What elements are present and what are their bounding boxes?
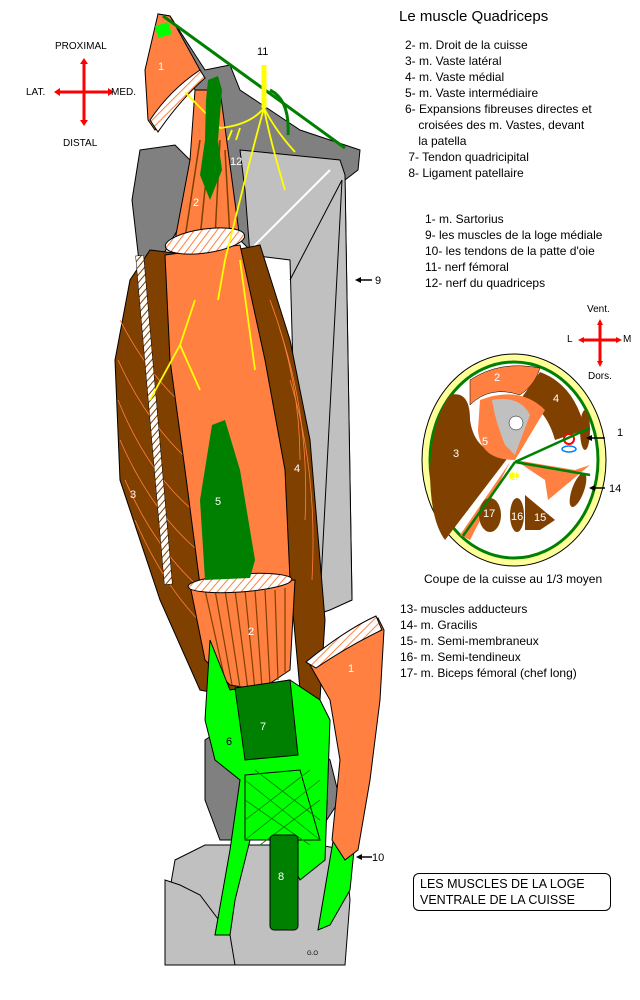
label-11: 11: [257, 46, 268, 58]
label-2-bottom: 2: [248, 626, 254, 638]
orient-med: MED.: [111, 87, 136, 98]
label-4: 4: [294, 463, 300, 475]
legend-item: 6- Expansions fibreuses directes et: [405, 102, 592, 116]
legend-item: 14- m. Gracilis: [400, 618, 478, 632]
orient-distal: DISTAL: [63, 138, 98, 149]
legend-item: 12- nerf du quadriceps: [425, 276, 546, 290]
orient-lat: LAT.: [26, 87, 46, 98]
legend-item: 7- Tendon quadricipital: [405, 150, 529, 164]
section-label-3: 3: [453, 448, 459, 460]
legend-item: 1- m. Sartorius: [425, 212, 504, 226]
caption-line: LES MUSCLES DE LA LOGE: [420, 877, 585, 891]
femoral-nerve: [149, 65, 296, 401]
section-label-16: 16: [511, 511, 523, 523]
orient-vent: Vent.: [587, 304, 610, 315]
orient-dors: Dors.: [588, 371, 612, 382]
legend-item: 4- m. Vaste médial: [405, 70, 505, 84]
legend-item: 5- m. Vaste intermédiaire: [405, 86, 539, 100]
legend-quadriceps: 2- m. Droit de la cuisse 3- m. Vaste lat…: [405, 37, 592, 181]
thigh-cross-section: [421, 353, 607, 567]
section-caption: Coupe de la cuisse au 1/3 moyen: [424, 572, 603, 586]
section-label-15: 15: [534, 512, 546, 524]
caption-box: LES MUSCLES DE LA LOGE VENTRALE DE LA CU…: [413, 873, 611, 911]
orientation-cross-section: [578, 319, 622, 367]
page-title: Le muscle Quadriceps: [399, 8, 549, 25]
section-label-5: 5: [482, 436, 488, 448]
section-label-13: 13: [512, 470, 524, 482]
signature: G.O: [307, 951, 318, 957]
section-label-17: 17: [483, 508, 495, 520]
legend-item: 13- muscles adducteurs: [400, 602, 528, 616]
label-5: 5: [215, 496, 221, 508]
legend-item: 3- m. Vaste latéral: [405, 54, 502, 68]
pointer-arrows: [355, 277, 372, 860]
section-label-1: 1: [617, 427, 623, 439]
legend-other: 1- m. Sartorius 9- les muscles de la log…: [425, 211, 602, 291]
orient-proximal: PROXIMAL: [55, 41, 107, 52]
label-1-bottom: 1: [348, 663, 354, 675]
inguinal-ligament: [162, 14, 346, 150]
section-label-14: 14: [609, 483, 621, 495]
legend-item: 11- nerf fémoral: [425, 260, 509, 274]
rectus-tendon-origin: [200, 76, 222, 200]
label-12: 12: [230, 156, 242, 168]
legend-item: 8- Ligament patellaire: [405, 166, 524, 180]
legend-item: 2- m. Droit de la cuisse: [405, 38, 528, 52]
legend-item: la patella: [405, 134, 467, 148]
legend-section: 13- muscles adducteurs 14- m. Gracilis 1…: [400, 601, 577, 681]
section-label-2: 2: [494, 372, 500, 384]
vastus-intermedius: [200, 420, 255, 580]
orient-m: M: [623, 334, 632, 345]
legend-item: 17- m. Biceps fémoral (chef long): [400, 666, 577, 680]
section-label-4: 4: [553, 393, 559, 405]
label-1-top: 1: [158, 61, 164, 73]
legend-item: 16- m. Semi-tendineux: [400, 650, 521, 664]
label-7: 7: [260, 721, 266, 733]
caption-line: VENTRALE DE LA CUISSE: [420, 893, 575, 907]
orient-l: L: [567, 334, 573, 345]
label-10: 10: [372, 852, 384, 864]
label-6: 6: [226, 736, 232, 748]
knee-tendons: [204, 639, 361, 936]
sartorius: [144, 13, 385, 861]
label-9: 9: [375, 275, 381, 287]
legend-item: 15- m. Semi-membraneux: [400, 634, 539, 648]
orientation-cross-main: [54, 58, 114, 126]
label-8: 8: [278, 871, 284, 883]
label-2-top: 2: [193, 197, 199, 209]
label-3: 3: [130, 489, 136, 501]
legend-item: 10- les tendons de la patte d'oie: [425, 244, 595, 258]
legend-item: 9- les muscles de la loge médiale: [425, 228, 603, 242]
legend-item: croisées des m. Vastes, devant: [405, 118, 585, 132]
